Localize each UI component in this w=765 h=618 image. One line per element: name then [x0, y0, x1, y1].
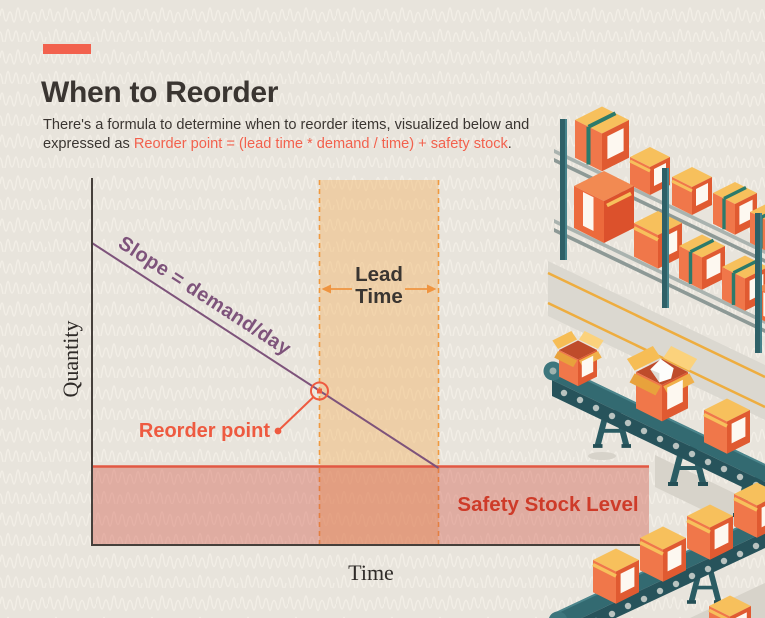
reorder-point-marker — [274, 381, 329, 435]
reorder-point-label: Reorder point — [138, 420, 270, 442]
safety-stock-band — [93, 465, 649, 545]
intro-line1: There's a formula to determine when to r… — [43, 116, 530, 133]
y-axis-label: Quantity — [58, 320, 83, 398]
intro-text: There's a formula to determine when to r… — [43, 116, 563, 155]
x-axis-label: Time — [348, 560, 394, 585]
page-title: When to Reorder — [41, 76, 279, 110]
conveyor-top-illustration — [543, 331, 765, 540]
intro-period: . — [507, 136, 512, 152]
lead-time-arrows — [321, 284, 437, 294]
safety-stock-label: Safety Stock Level — [457, 493, 639, 516]
lead-time-label: Lead Time — [355, 263, 403, 309]
lead-time-band — [318, 180, 440, 545]
accent-bar — [43, 44, 91, 54]
conveyor-bottom-illustration — [548, 480, 765, 618]
intro-line2-prefix: expressed as — [43, 136, 134, 152]
reorder-formula: Reorder point = (lead time * demand / ti… — [133, 136, 508, 152]
axes — [91, 178, 649, 546]
reorder-point-connector — [278, 395, 315, 431]
demand-slope-line — [91, 242, 440, 469]
